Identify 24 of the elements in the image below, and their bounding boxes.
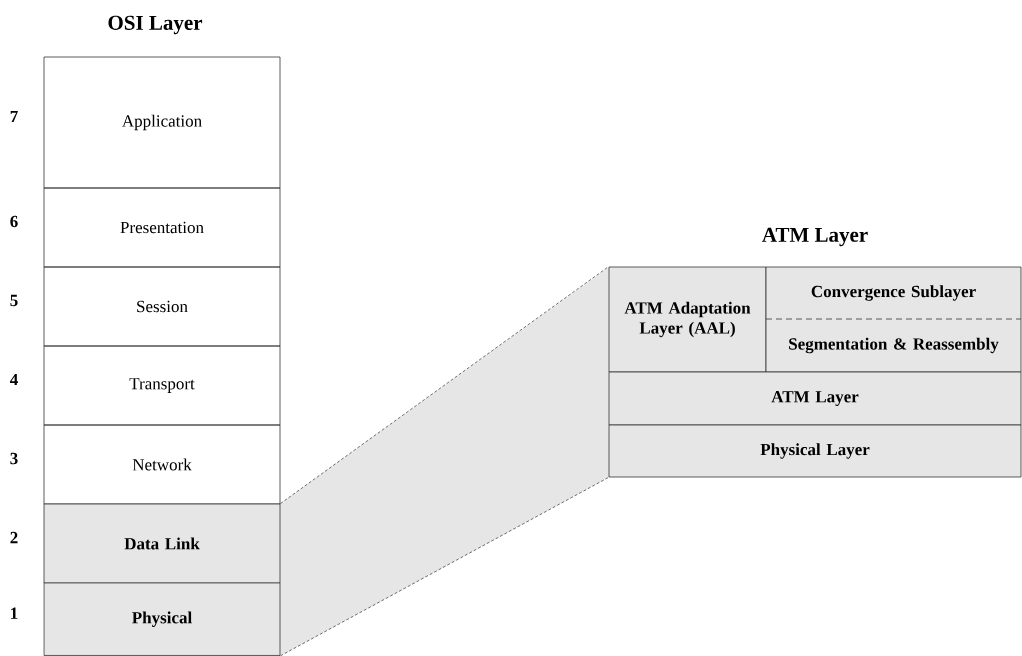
layer-number: 3 bbox=[10, 452, 18, 465]
layer-box: Segmentation & Reassembly bbox=[765, 318, 1022, 373]
layer-box: Application bbox=[43, 56, 281, 189]
layer-number: 5 bbox=[10, 294, 18, 307]
layer-number: 4 bbox=[10, 373, 18, 386]
layer-box: Physical Layer bbox=[608, 424, 1022, 478]
layer-box: Session bbox=[43, 266, 281, 347]
layer-box: Presentation bbox=[43, 187, 281, 268]
node-label: Segmentation & Reassembly bbox=[789, 337, 999, 354]
layer-box: Transport bbox=[43, 345, 281, 426]
heading: OSI Layer bbox=[108, 15, 203, 35]
layer-box: Physical bbox=[43, 582, 281, 656]
layer-box: ATM Adaptation Layer (AAL) bbox=[608, 266, 767, 373]
dashed-line bbox=[280, 477, 609, 656]
layer-number: 7 bbox=[10, 110, 18, 123]
node-label: Convergence Sublayer bbox=[811, 285, 976, 301]
layer-box: Data Link bbox=[43, 503, 281, 584]
layer-box: ATM Layer bbox=[608, 371, 1022, 426]
layer-number: 2 bbox=[10, 531, 18, 544]
layer-box: Convergence Sublayer bbox=[765, 266, 1022, 320]
layer-number: 6 bbox=[10, 215, 18, 228]
heading: ATM Layer bbox=[762, 227, 868, 247]
dashed-line bbox=[280, 266, 609, 504]
layer-number: 1 bbox=[11, 607, 18, 619]
